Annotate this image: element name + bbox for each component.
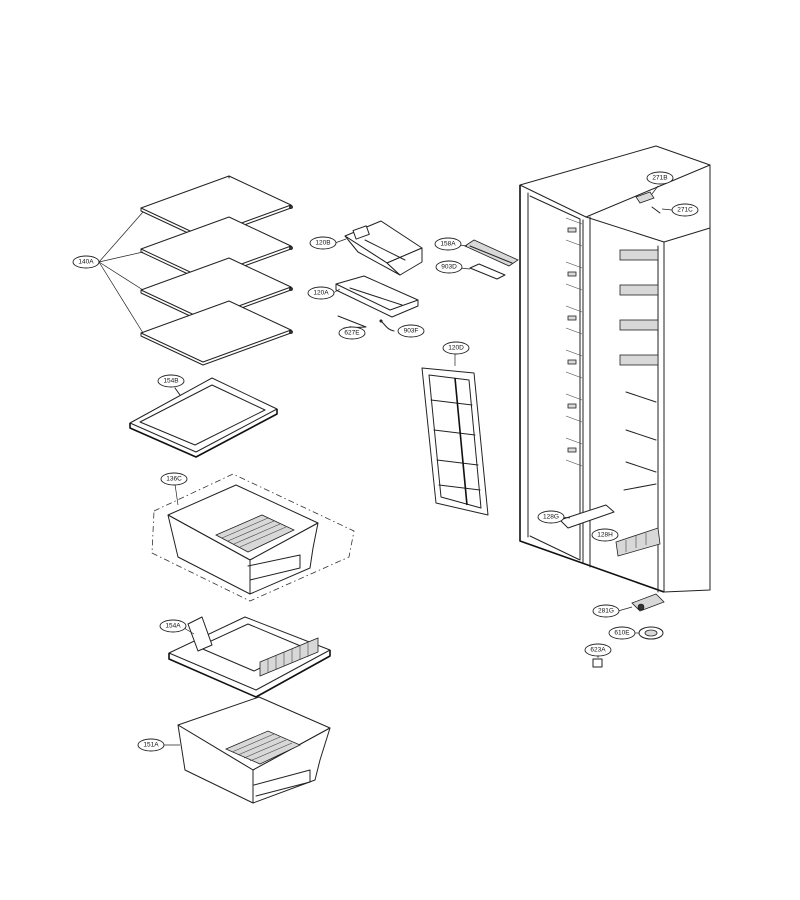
svg-text:903F: 903F bbox=[404, 328, 419, 335]
svg-text:271B: 271B bbox=[652, 175, 667, 182]
cover-panel-120d bbox=[421, 353, 489, 516]
callout-128g: 128G bbox=[537, 510, 565, 524]
wheel-610e bbox=[634, 626, 664, 640]
svg-text:281G: 281G bbox=[598, 608, 614, 615]
callout-271b: 271B bbox=[646, 171, 674, 185]
bolt-623a bbox=[592, 655, 603, 668]
crisper-drawer-151a bbox=[163, 696, 331, 804]
callout-120d: 120D bbox=[442, 341, 470, 355]
callout-627e: 627E bbox=[338, 326, 366, 340]
callout-903f: 903F bbox=[397, 324, 425, 338]
hinge-271c bbox=[651, 206, 673, 214]
svg-text:128G: 128G bbox=[543, 514, 559, 521]
cabinet-rails-left bbox=[565, 217, 583, 467]
callout-281g: 281G bbox=[592, 604, 620, 618]
refrigerator-cabinet bbox=[519, 145, 711, 593]
leaders-140a bbox=[98, 211, 144, 334]
tray-120a bbox=[332, 275, 419, 318]
callout-154b: 154B bbox=[157, 374, 185, 388]
callout-120b: 120B bbox=[309, 236, 337, 250]
svg-text:903D: 903D bbox=[441, 264, 457, 271]
callout-154a: 154A bbox=[159, 619, 187, 633]
svg-text:610E: 610E bbox=[614, 630, 630, 637]
callout-140a: 140A bbox=[72, 255, 100, 269]
svg-text:627E: 627E bbox=[344, 330, 360, 337]
svg-text:136C: 136C bbox=[166, 476, 182, 483]
drawer-cover-154a bbox=[168, 616, 331, 698]
callout-151a: 151A bbox=[137, 738, 165, 752]
callout-136c: 136C bbox=[160, 472, 188, 486]
callout-158a: 158A bbox=[434, 237, 462, 251]
svg-text:154B: 154B bbox=[163, 378, 178, 385]
callout-903d: 903D bbox=[435, 260, 463, 274]
svg-text:623A: 623A bbox=[590, 647, 606, 654]
crisper-drawer-136c bbox=[151, 473, 355, 602]
pad-903d bbox=[459, 263, 506, 280]
svg-text:120D: 120D bbox=[448, 345, 464, 352]
glass-shelf-4 bbox=[140, 300, 293, 366]
svg-text:271C: 271C bbox=[677, 207, 693, 214]
svg-text:120A: 120A bbox=[313, 290, 329, 297]
glass-shelf-2 bbox=[140, 216, 293, 282]
callout-623a: 623A bbox=[584, 643, 612, 657]
part-903f bbox=[379, 319, 395, 332]
cabinet-rails-right bbox=[619, 249, 659, 491]
rail-128h bbox=[615, 527, 661, 557]
svg-text:128H: 128H bbox=[597, 532, 613, 539]
shelf-frame-154b bbox=[129, 377, 278, 458]
roller-281g bbox=[617, 593, 665, 612]
svg-text:151A: 151A bbox=[143, 742, 159, 749]
svg-text:154A: 154A bbox=[165, 623, 181, 630]
callout-271c: 271C bbox=[671, 203, 699, 217]
callout-610e: 610E bbox=[608, 626, 636, 640]
svg-text:140A: 140A bbox=[78, 259, 94, 266]
hinge-271b bbox=[635, 185, 659, 204]
callout-128h: 128H bbox=[591, 528, 619, 542]
bar-158a bbox=[458, 239, 519, 267]
glass-shelf-group-140a bbox=[98, 175, 293, 366]
callout-120a: 120A bbox=[307, 286, 335, 300]
svg-text:120B: 120B bbox=[315, 240, 330, 247]
svg-text:158A: 158A bbox=[440, 241, 456, 248]
ice-bin-120b bbox=[334, 220, 423, 276]
